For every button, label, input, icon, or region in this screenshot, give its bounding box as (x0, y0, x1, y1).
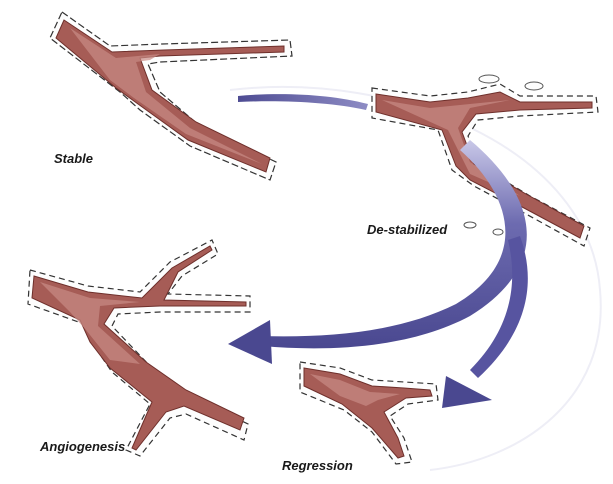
label-stable: Stable (54, 151, 93, 166)
label-destabilized: De-stabilized (367, 222, 447, 237)
arrow-stable-to-destabilized (238, 94, 368, 110)
arrowhead-angiogenesis (228, 320, 272, 364)
angiogenesis-vessel-sheath (28, 240, 250, 456)
label-regression: Regression (282, 458, 353, 473)
angiogenesis-vessel (28, 240, 250, 456)
background-swirl (230, 87, 601, 470)
label-angiogenesis: Angiogenesis (40, 439, 125, 454)
arrowhead-regression (442, 376, 492, 408)
regression-vessel (300, 362, 438, 464)
